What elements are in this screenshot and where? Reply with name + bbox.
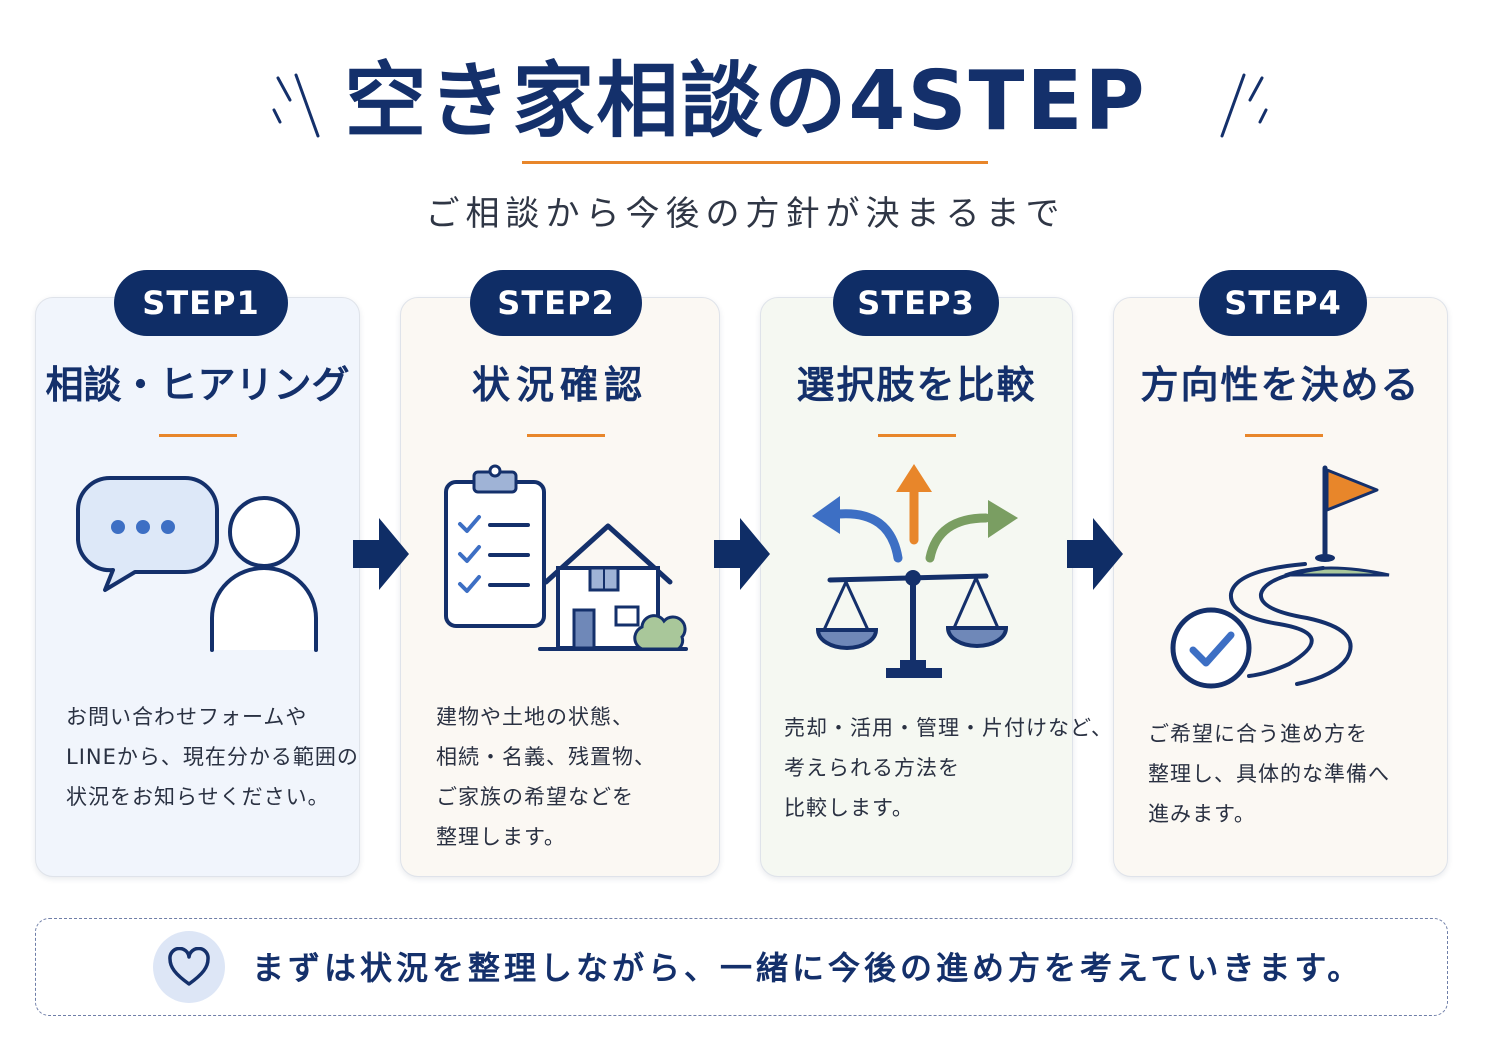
step-description-4: ご希望に合う進め方を 整理し、具体的な準備へ 進みます。 — [1148, 722, 1390, 826]
step-badge-3: STEP3 — [833, 270, 999, 336]
step-title-underline-1 — [159, 434, 237, 437]
checklist-house-icon — [444, 464, 688, 651]
step-description-1: お問い合わせフォームや LINEから、現在分かる範囲の 状況をお知らせください。 — [66, 705, 359, 809]
footer-message: まずは状況を整理しながら、一緒に今後の進め方を考えていきます。 — [252, 949, 1364, 987]
heart-icon — [168, 947, 210, 986]
heart-badge — [153, 931, 225, 1003]
scale-arrows-icon — [812, 464, 1018, 678]
next-step-arrow-icon — [1067, 518, 1123, 590]
chat-bubble-person-icon — [76, 476, 318, 652]
step-title-1: 相談・ヒアリング — [45, 363, 350, 407]
next-step-arrow-icon — [714, 518, 770, 590]
step-title-underline-3 — [878, 434, 956, 437]
title-underline — [522, 161, 988, 164]
page-subtitle: ご相談から今後の方針が決まるまで — [425, 194, 1066, 234]
page-title: 空き家相談の4STEP — [344, 54, 1147, 149]
step-description-3: 売却・活用・管理・片付けなど、 考えられる方法を 比較します。 — [784, 716, 1113, 820]
left-accent-lines-icon — [272, 73, 320, 138]
step-badge-2: STEP2 — [470, 270, 642, 336]
step-title-underline-2 — [527, 434, 605, 437]
road-flag-check-icon — [1170, 465, 1390, 689]
right-accent-lines-icon — [1220, 73, 1268, 138]
step-card-3 — [760, 297, 1073, 877]
step-badge-1: STEP1 — [114, 270, 288, 336]
footer-banner — [35, 918, 1448, 1016]
next-step-arrow-icon — [353, 518, 409, 590]
step-card-4 — [1113, 297, 1448, 877]
step-badge-4: STEP4 — [1199, 270, 1367, 336]
step-title-2: 状況確認 — [471, 363, 648, 407]
step-title-underline-4 — [1245, 434, 1323, 437]
step-title-4: 方向性を決める — [1140, 363, 1421, 407]
step-description-2: 建物や土地の状態、 相続・名義、残置物、 ご家族の希望などを 整理します。 — [436, 705, 656, 849]
step-title-3: 選択肢を比較 — [796, 363, 1037, 407]
